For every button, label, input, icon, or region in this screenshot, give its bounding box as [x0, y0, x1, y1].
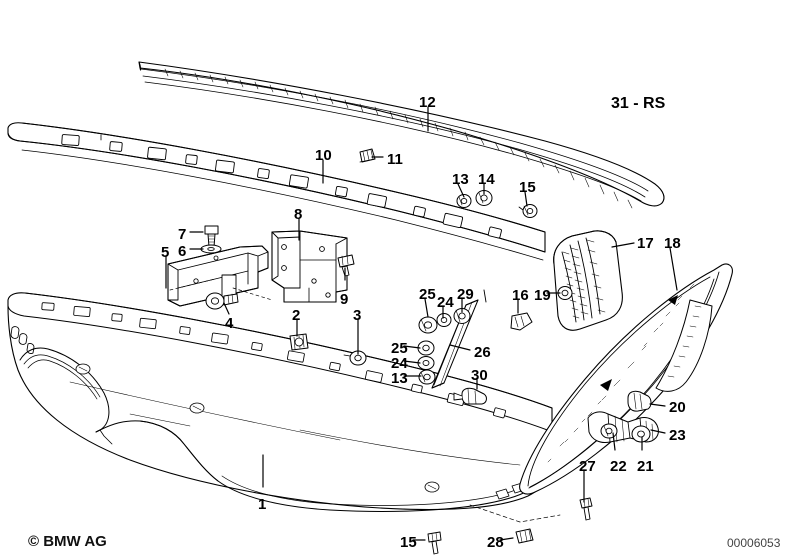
part-8-center-bracket [271, 230, 348, 303]
callout-28: 28 [487, 534, 504, 551]
part-2-clip [289, 333, 309, 351]
leader-17 [611, 242, 635, 248]
callout-3: 3 [353, 307, 362, 324]
leader-22 [612, 432, 616, 451]
part-27-screw [579, 497, 593, 521]
leader-4 [223, 302, 230, 315]
leader-26 [449, 344, 471, 351]
leader-25 [424, 298, 429, 318]
part-4-fastener [205, 292, 239, 310]
callout-24: 24 [437, 294, 454, 311]
part-17-end-filler [553, 230, 623, 331]
callout-21: 21 [637, 458, 654, 475]
callout-18: 18 [664, 235, 681, 252]
part-9-screw [337, 254, 355, 277]
callout-7: 7 [178, 226, 187, 243]
part-5-left-bracket [167, 245, 273, 307]
callout-19: 19 [534, 287, 551, 304]
part-16-bracket [510, 312, 533, 331]
part-21-cap [631, 425, 651, 443]
callout-26: 26 [474, 344, 491, 361]
leader-18 [669, 247, 678, 291]
sheet-code: 31 - RS [611, 95, 666, 112]
part-6-washer [200, 244, 222, 254]
callout-2: 2 [292, 307, 301, 324]
part-20-plug [627, 390, 652, 412]
callout-15: 15 [519, 179, 536, 196]
callout-6: 6 [178, 243, 187, 260]
part-30-fastener [453, 387, 487, 405]
callout-14: 14 [478, 171, 495, 188]
callout-13: 13 [452, 171, 469, 188]
callout-25: 25 [419, 286, 436, 303]
leader-25b [403, 345, 421, 349]
callout-16: 16 [512, 287, 529, 304]
leader-23 [650, 429, 666, 434]
part-10-impact-beam [7, 122, 546, 261]
callout-11: 11 [387, 151, 403, 168]
callout-1: 1 [258, 496, 267, 513]
part-13-lower-nut [418, 369, 436, 385]
callout-23: 23 [669, 427, 686, 444]
callout-30: 30 [471, 367, 488, 384]
part-11-clip [359, 148, 376, 163]
callout-17: 17 [637, 235, 654, 252]
callout-leader-lines [165, 106, 678, 541]
callout-12: 12 [419, 94, 436, 111]
leader-24b [403, 360, 421, 364]
part-7-bolt [204, 225, 219, 248]
part-12-trim-moulding [138, 61, 665, 209]
part-28-clip [515, 528, 534, 544]
copyright-notice: © BMW AG [28, 533, 107, 550]
callout-29: 29 [457, 286, 474, 303]
callout-8: 8 [294, 206, 303, 223]
leader-28 [499, 537, 514, 541]
part-15-fastener [518, 204, 538, 218]
leader-13 [457, 183, 465, 198]
callout-9: 9 [340, 291, 349, 308]
part-25-lower-bushing [417, 340, 435, 356]
drawing-number: 00006053 [727, 536, 781, 550]
callout-20: 20 [669, 399, 686, 416]
part-22-screw [600, 423, 618, 439]
part-29-nut [453, 308, 471, 324]
leader-20 [649, 403, 666, 407]
callout-10: 10 [315, 147, 332, 164]
part-24-top-washer [436, 313, 452, 327]
callout-15b: 15 [400, 534, 417, 551]
callout-22: 22 [610, 458, 627, 475]
part-25-top-bushing [418, 316, 438, 334]
callout-27: 27 [579, 458, 596, 475]
part-1-bumper-cover [7, 292, 561, 523]
callout-25b: 25 [391, 340, 408, 357]
callout-24b: 24 [391, 355, 408, 372]
part-13-nut [456, 194, 472, 208]
callout-5: 5 [161, 244, 170, 261]
leader-15 [524, 191, 528, 207]
callout-13b: 13 [391, 370, 408, 387]
part-18-lower-trim [519, 263, 733, 495]
part-15-bottom-screw [427, 531, 442, 555]
callout-4: 4 [225, 315, 234, 332]
